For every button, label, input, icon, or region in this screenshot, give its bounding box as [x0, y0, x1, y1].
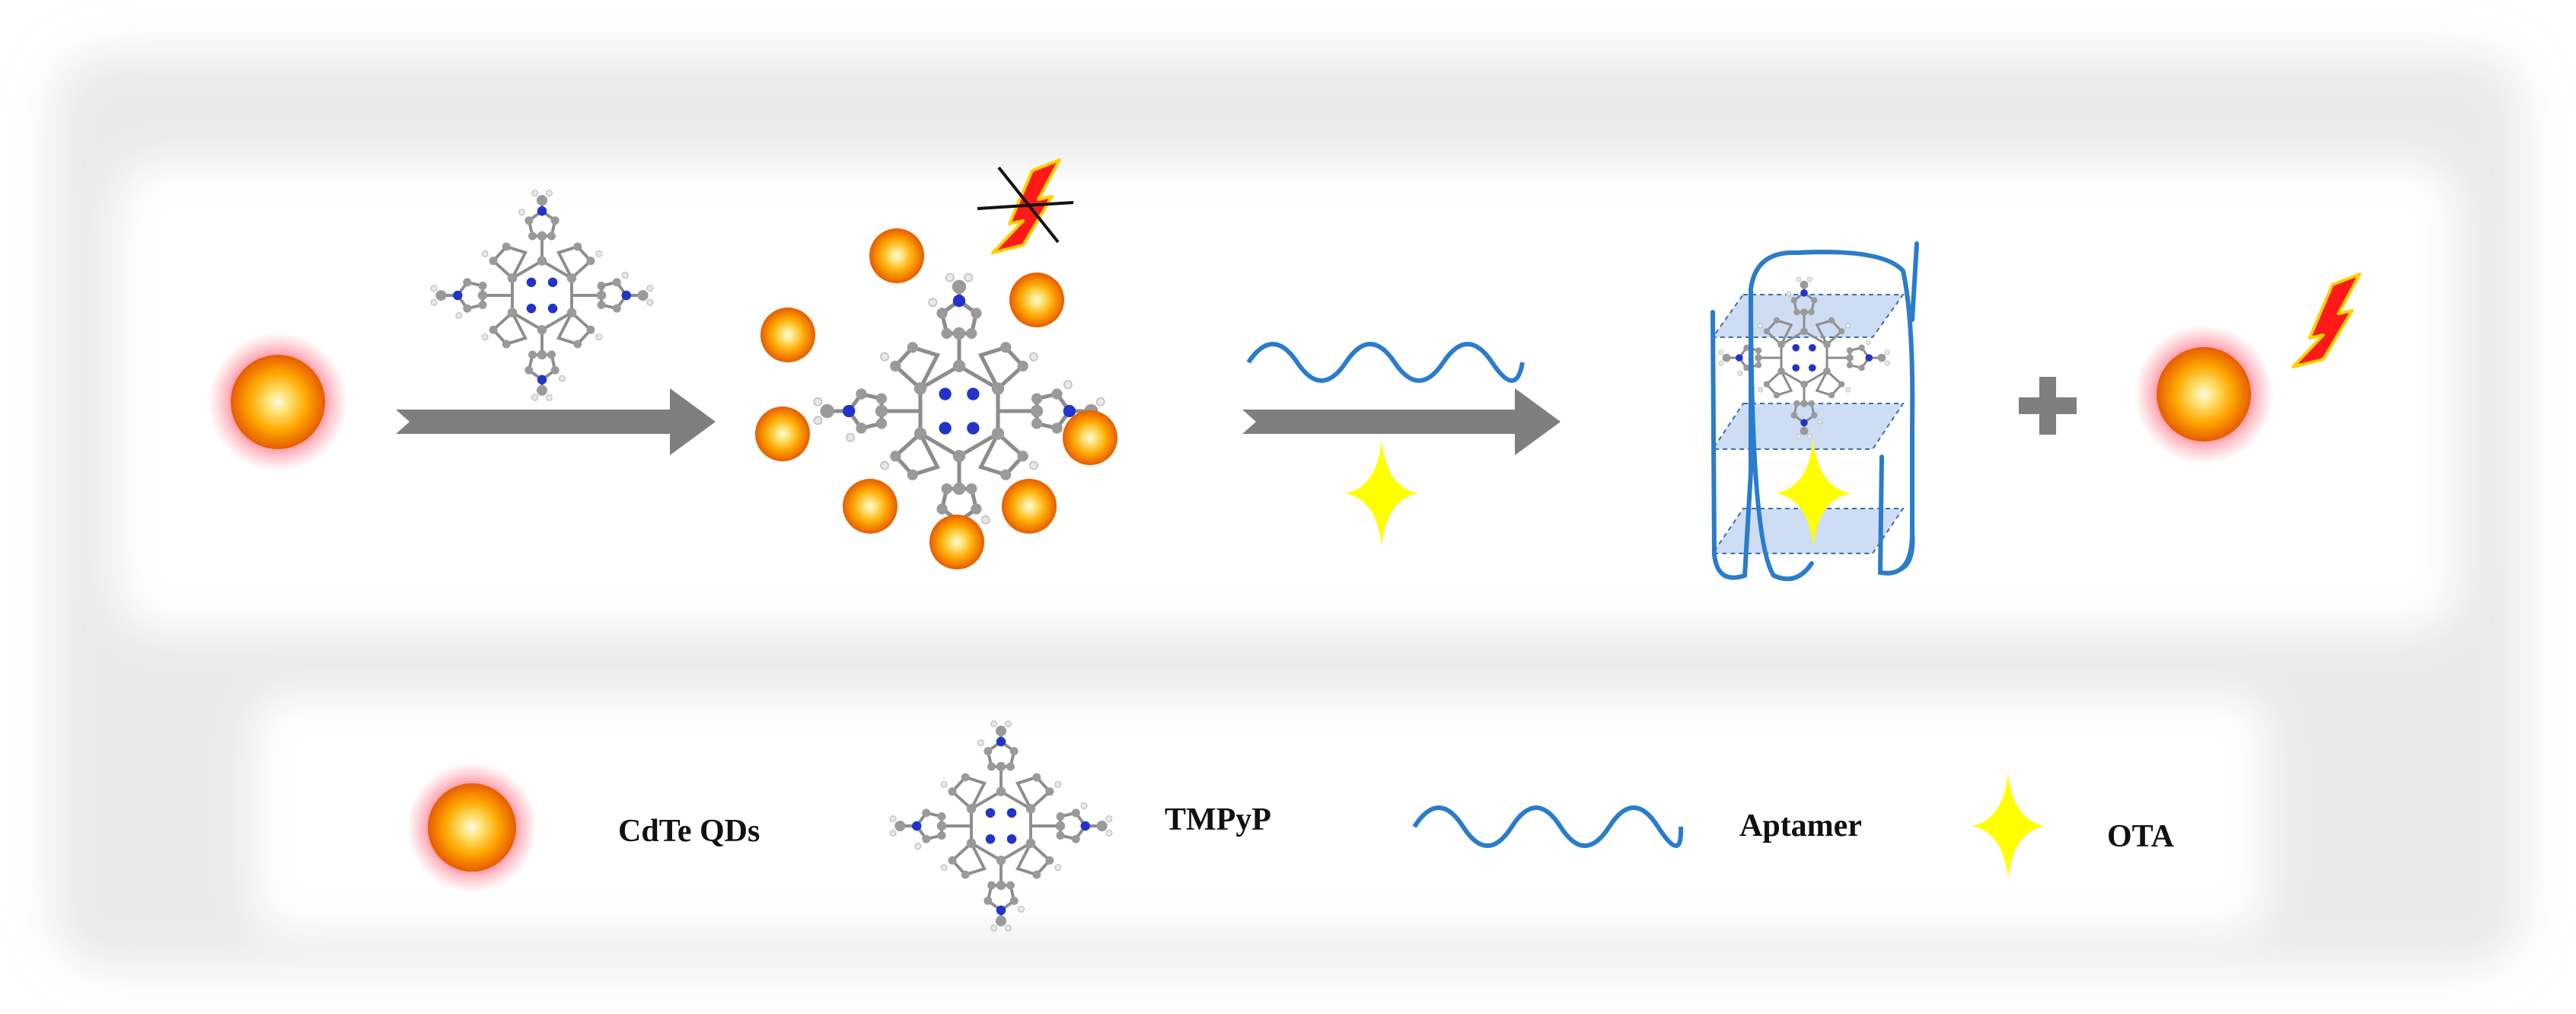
qd-free-icon	[208, 332, 348, 472]
quenched-complex	[755, 158, 1117, 569]
aptamer-reagent-icon	[1246, 342, 1525, 383]
arrow-1	[396, 388, 716, 455]
qd-cluster	[755, 228, 1117, 569]
legend-ota-label: OTA	[2107, 819, 2175, 854]
qd-recovered-icon	[2134, 324, 2274, 464]
plus-icon	[2019, 377, 2077, 435]
legend-qd-icon	[406, 762, 537, 893]
legend: CdTe QDs TMPyP Aptamer OTA	[406, 719, 2175, 933]
legend-aptamer-label: Aptamer	[1739, 808, 1862, 843]
legend-aptamer-icon	[1412, 805, 1684, 848]
reaction-scheme	[208, 158, 2361, 582]
g-quadruplex-aptamer	[1710, 241, 1919, 582]
legend-qd-label: CdTe QDs	[618, 814, 760, 849]
quenched-fluorescence-icon	[977, 158, 1074, 254]
legend-tmpyp-label: TMPyP	[1165, 802, 1271, 837]
arrow-2	[1242, 388, 1561, 455]
g-quadruplex-complex	[1710, 241, 1919, 582]
